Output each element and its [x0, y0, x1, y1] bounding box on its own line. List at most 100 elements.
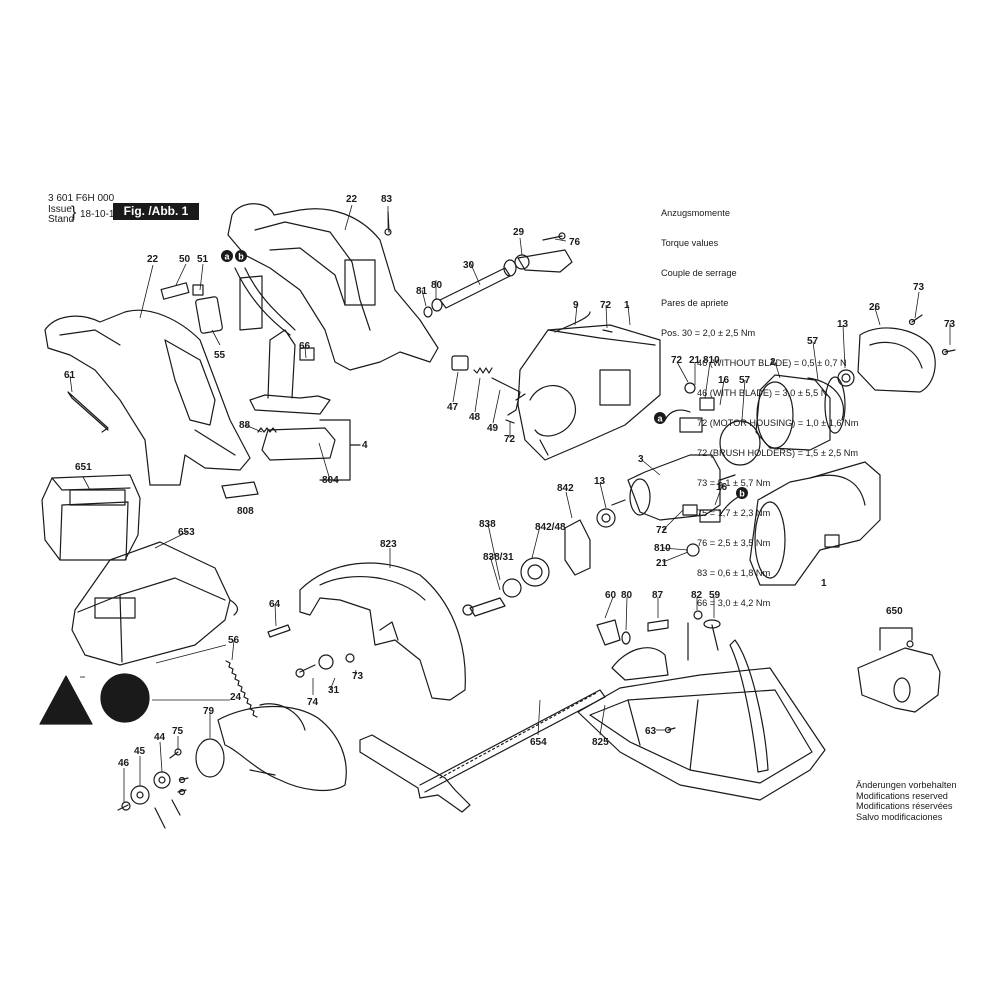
marker-a-label: a: [657, 414, 663, 424]
torque-line: 46 (WITHOUT BLADE) = 0,5 ± 0,7 N: [697, 358, 847, 368]
changes-line: Modifications reserved: [856, 790, 948, 801]
callout: 810: [654, 543, 671, 554]
callout: 1: [624, 300, 630, 311]
battery-pack: [41, 474, 141, 561]
callout: 13: [837, 319, 849, 330]
callout: 838: [479, 519, 496, 530]
callout: 823: [380, 539, 397, 550]
marker-a: [221, 250, 233, 262]
torque-line: Anzugsmomente: [661, 208, 730, 218]
callout: 72: [600, 300, 612, 311]
blade-guard-lower: [217, 705, 347, 791]
callout: 31: [328, 685, 340, 696]
callout: 76: [569, 237, 581, 248]
brace: }: [71, 204, 77, 221]
callout: 61: [64, 370, 76, 381]
callout: 72: [504, 434, 516, 445]
torque-line: 75 = 1,7 ± 2,3 Nm: [697, 508, 771, 518]
callout: 16: [716, 482, 728, 493]
allen-key: [67, 391, 109, 433]
torque-line: 73 = 5,1 ± 5,7 Nm: [697, 478, 771, 488]
parallel-guide: [359, 734, 471, 813]
callout: 4: [362, 440, 368, 451]
callout: 79: [203, 706, 215, 717]
motor-housing: [749, 461, 881, 586]
callout: 51: [197, 254, 209, 265]
callout: 44: [154, 732, 166, 743]
callout: 825: [592, 737, 609, 748]
marker-a-label: a: [224, 252, 230, 262]
callout: 74: [307, 697, 319, 708]
callout: 48: [469, 412, 481, 423]
torque-line: Pos. 30 = 2,0 ± 2,5 Nm: [661, 328, 756, 338]
callout: 72: [656, 525, 668, 536]
housing-half-left: [44, 309, 251, 486]
torque-line: Torque values: [661, 238, 719, 248]
callout: 842: [557, 483, 574, 494]
callout: 1: [821, 578, 827, 589]
callout: 73: [913, 282, 925, 293]
callout: 650: [886, 606, 903, 617]
callout: 66: [299, 341, 311, 352]
callout: 2: [770, 357, 776, 368]
torque-line: Couple de serrage: [661, 268, 737, 278]
gear: [520, 557, 550, 587]
read-manual-icon: [100, 673, 150, 723]
callout: 57: [739, 375, 751, 386]
callout: 21: [656, 558, 668, 569]
blade-guard-upper: [299, 562, 466, 701]
torque-line: 76 = 2,5 ± 3,5 Nm: [697, 538, 771, 548]
callout: 22: [346, 194, 358, 205]
part-number: 3 601 F6H 000: [48, 193, 115, 204]
callout: 22: [147, 254, 159, 265]
changes-line: Salvo modificaciones: [856, 811, 943, 822]
motor-housing-half: [517, 324, 661, 461]
fan-cover: [857, 327, 936, 393]
callout: 63: [645, 726, 657, 737]
callout: 21: [689, 355, 701, 366]
issue-date: 18-10-17: [80, 209, 121, 220]
housing-half-top: [227, 203, 439, 371]
changes-note: Änderungen vorbehalten Modifications res…: [856, 780, 957, 822]
torque-line: 66 = 3,0 ± 4,2 Nm: [697, 598, 771, 608]
callout: 46: [118, 758, 130, 769]
marker-b: [736, 487, 748, 499]
callout: 64: [269, 599, 281, 610]
callout: 30: [463, 260, 475, 271]
callout: 29: [513, 227, 525, 238]
callout: 73: [352, 671, 364, 682]
torque-line: Pares de apriete: [661, 298, 729, 308]
callout: 838/31: [483, 552, 514, 563]
callout: 49: [487, 423, 499, 434]
motor-stator: [755, 374, 831, 451]
callout: 57: [807, 336, 819, 347]
marker-b-label: b: [739, 489, 745, 499]
callout: 804: [322, 475, 339, 486]
marker-a: [654, 412, 666, 424]
callout: 810: [703, 355, 720, 366]
callout: 26: [869, 302, 881, 313]
figure-label: Fig. /Abb. 1: [113, 203, 199, 220]
callout: 82: [691, 590, 703, 601]
changes-line: Änderungen vorbehalten: [856, 780, 957, 790]
electronics-module: [249, 394, 331, 415]
changes-line: Modifications réservées: [856, 801, 953, 811]
callout: 24: [230, 692, 242, 703]
torque-line: 72 (BRUSH HOLDERS) = 1,5 ± 2,5 Nm: [697, 448, 859, 458]
callout: 83: [381, 194, 393, 205]
callout: 56: [228, 635, 240, 646]
callout: 653: [178, 527, 195, 538]
callout: 81: [416, 286, 428, 297]
callout: 50: [179, 254, 191, 265]
callout: 60: [605, 590, 617, 601]
issue-label: Issue: [48, 204, 72, 215]
callout: 72: [671, 355, 683, 366]
stand-label: Stand: [48, 214, 75, 225]
callout: 45: [134, 746, 146, 757]
callout: 47: [447, 402, 459, 413]
callout: 16: [718, 375, 730, 386]
callout: 651: [75, 462, 92, 473]
callout: 3: [638, 454, 644, 465]
callout: 80: [431, 280, 443, 291]
